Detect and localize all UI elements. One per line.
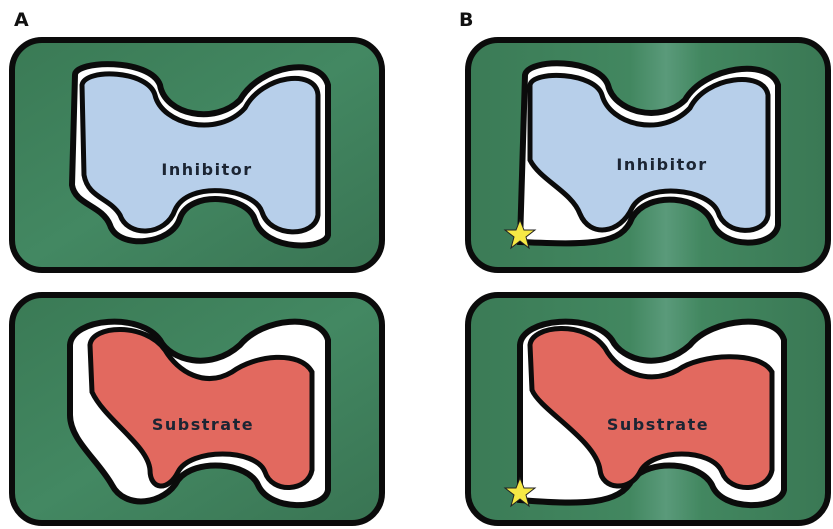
panel-b-inhibitor-pocket: Inhibitor <box>468 40 828 270</box>
substrate-label: Substrate <box>607 415 709 434</box>
substrate-label: Substrate <box>152 415 254 434</box>
panel-b-substrate-pocket: Substrate <box>468 295 828 523</box>
inhibitor-label: Inhibitor <box>161 160 252 179</box>
panel-a-substrate-pocket: Substrate <box>12 295 382 523</box>
inhibitor-label: Inhibitor <box>616 155 707 174</box>
panel-a-inhibitor-pocket: Inhibitor <box>12 40 382 270</box>
